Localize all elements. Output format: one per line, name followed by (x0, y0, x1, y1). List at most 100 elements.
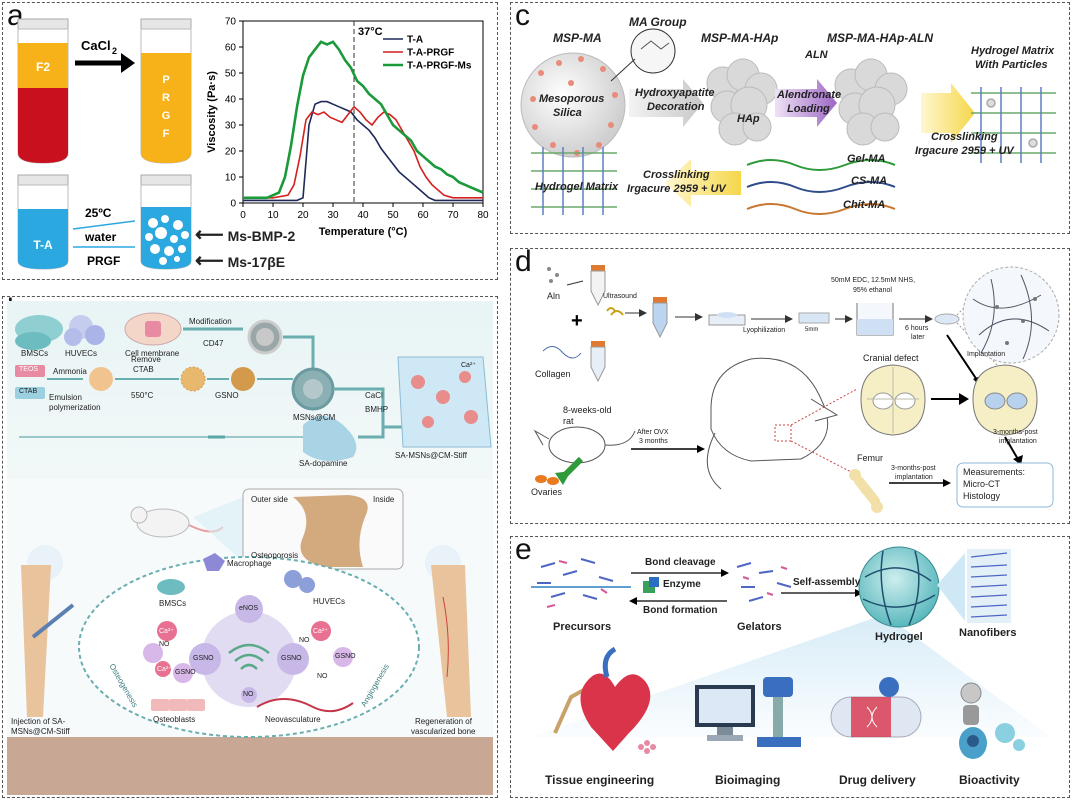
osteoblast-cells (151, 699, 205, 711)
measurements-box (956, 462, 1054, 508)
x-tick-label: 0 (240, 210, 246, 221)
plus-sign: + (571, 310, 583, 332)
mouse-icon (130, 506, 224, 538)
c-cross1b: Irgacure 2959 + UV (915, 145, 1014, 157)
e-tissue: Tissue engineering (545, 773, 655, 787)
water-label: water (84, 230, 117, 244)
c-alen2: Loading (787, 103, 830, 115)
hydrogel-sphere (858, 546, 940, 628)
porous-sphere (180, 366, 206, 392)
y-tick-label: 50 (225, 69, 237, 80)
right-femur (425, 545, 471, 717)
hap-aln-cluster (834, 58, 908, 146)
d-six2: later (911, 334, 925, 341)
cs-ma-strand (746, 181, 896, 193)
panel-b-illustration (7, 301, 493, 795)
e-bioimaging: Bioimaging (715, 773, 781, 787)
x-tick-label: 70 (447, 210, 459, 221)
b-injection2: MSNs@CM-Stiff (11, 727, 70, 736)
d-implantation: Implantation (967, 351, 1006, 358)
panel-d: d + (510, 245, 1070, 524)
panel-b: b (2, 293, 498, 798)
scaffold-sample (798, 312, 830, 324)
x-tick-label: 30 (327, 210, 339, 221)
y-tick-label: 30 (225, 121, 237, 132)
left-femur (21, 545, 63, 717)
e-nanofibers: Nanofibers (959, 627, 1017, 639)
tube-prgf (140, 18, 192, 164)
center-circle (201, 611, 297, 707)
d-collagen: Collagen (535, 369, 571, 379)
e-precursors: Precursors (553, 621, 612, 633)
b-gsno: GSNO (215, 391, 239, 400)
b-ammonia: Ammonia (53, 367, 87, 376)
d-edc2: 95% ethanol (853, 287, 892, 294)
mixed-tube (652, 297, 668, 339)
panel-a: a F2 CaCl 2 P R G F T-A 25ºC (2, 0, 498, 280)
d-lyophilization: Lyophilization (743, 327, 786, 334)
e-drug: Drug delivery (839, 773, 916, 787)
c-aln: ALN (805, 49, 828, 61)
bmscs-cells (15, 315, 63, 350)
cell-membrane-icon (124, 312, 182, 346)
cacl2-label: CaCl (81, 38, 111, 53)
legend-label: T-A (407, 35, 423, 46)
b-gsno-br: GSNO (335, 653, 356, 660)
cacl2-sub: 2 (112, 46, 117, 56)
b-ca2: Ca²⁺ (461, 362, 476, 369)
ultrasound-icon (606, 307, 624, 316)
c-matrix-particles2: With Particles (975, 59, 1048, 71)
y-tick-label: 40 (225, 95, 237, 106)
ms-bmp2-label: ⟵ Ms-BMP-2 (195, 224, 296, 246)
b-bmscs: BMSCs (21, 349, 49, 358)
d-ovx1: After OVX (637, 429, 669, 436)
b-no2: NO (299, 637, 310, 644)
d-scale: 5mm (805, 327, 819, 333)
d-aln: Aln (547, 291, 561, 301)
y-tick-label: 0 (230, 199, 236, 210)
c-meso2: Silica (553, 107, 582, 119)
ma-dots (530, 56, 618, 156)
mesoporous-silica-sphere (520, 52, 626, 158)
prgf-letter-g: G (162, 110, 171, 122)
e-enzyme: Enzyme (663, 579, 701, 590)
b-ctab: CTAB (19, 388, 38, 395)
tube-ta (17, 174, 69, 270)
legend-label: T-A-PRGF (407, 48, 454, 59)
sa-dopamine-icon (303, 416, 357, 461)
macrophage-icon (203, 553, 225, 571)
collagen-tube (590, 341, 606, 383)
x-tick-label: 60 (417, 210, 429, 221)
d-femur: Femur (857, 453, 884, 463)
drug-delivery-icon (830, 677, 922, 738)
crosslinked-scaffold (934, 313, 960, 325)
b-inside: Inside (373, 495, 395, 504)
e-bioactivity: Bioactivity (959, 773, 1020, 787)
d-ovaries: Ovaries (531, 487, 563, 497)
b-no3: NO (243, 691, 254, 698)
d-meas2: Micro-CT (963, 479, 1000, 489)
arrow-alendronate (775, 79, 837, 127)
c-msp-ma-hap: MSP-MA-HAp (701, 31, 779, 45)
c-cross1a: Crosslinking (931, 131, 998, 143)
syringe-icon (31, 603, 75, 639)
x-tick-label: 80 (477, 210, 489, 221)
b-ctab2: CTAB (133, 365, 154, 374)
x-axis-label: Temperature (°C) (319, 226, 408, 238)
bioactivity-icon (959, 682, 1025, 759)
c-chit-ma: Chit-MA (843, 199, 886, 211)
panel-c-illustration (520, 28, 1056, 215)
panel-c: c (510, 0, 1070, 234)
b-polymerization: polymerization (49, 403, 101, 412)
c-meso1: Mesoporous (539, 93, 605, 105)
gel-ma-strand (746, 159, 896, 171)
rat-icon (533, 426, 636, 464)
y-tick-label: 60 (225, 43, 237, 54)
b-osteoporosis: Osteoporosis (251, 551, 299, 560)
d-edc1: 50mM EDC, 12.5mM NHS, (831, 277, 916, 284)
msns-cm-icon (291, 367, 335, 411)
b-550: 550°C (131, 391, 154, 400)
ms-17be-label: ⟵ Ms-17βE (195, 250, 286, 272)
tube-microspheres (140, 174, 192, 270)
hap-cluster (706, 58, 778, 146)
